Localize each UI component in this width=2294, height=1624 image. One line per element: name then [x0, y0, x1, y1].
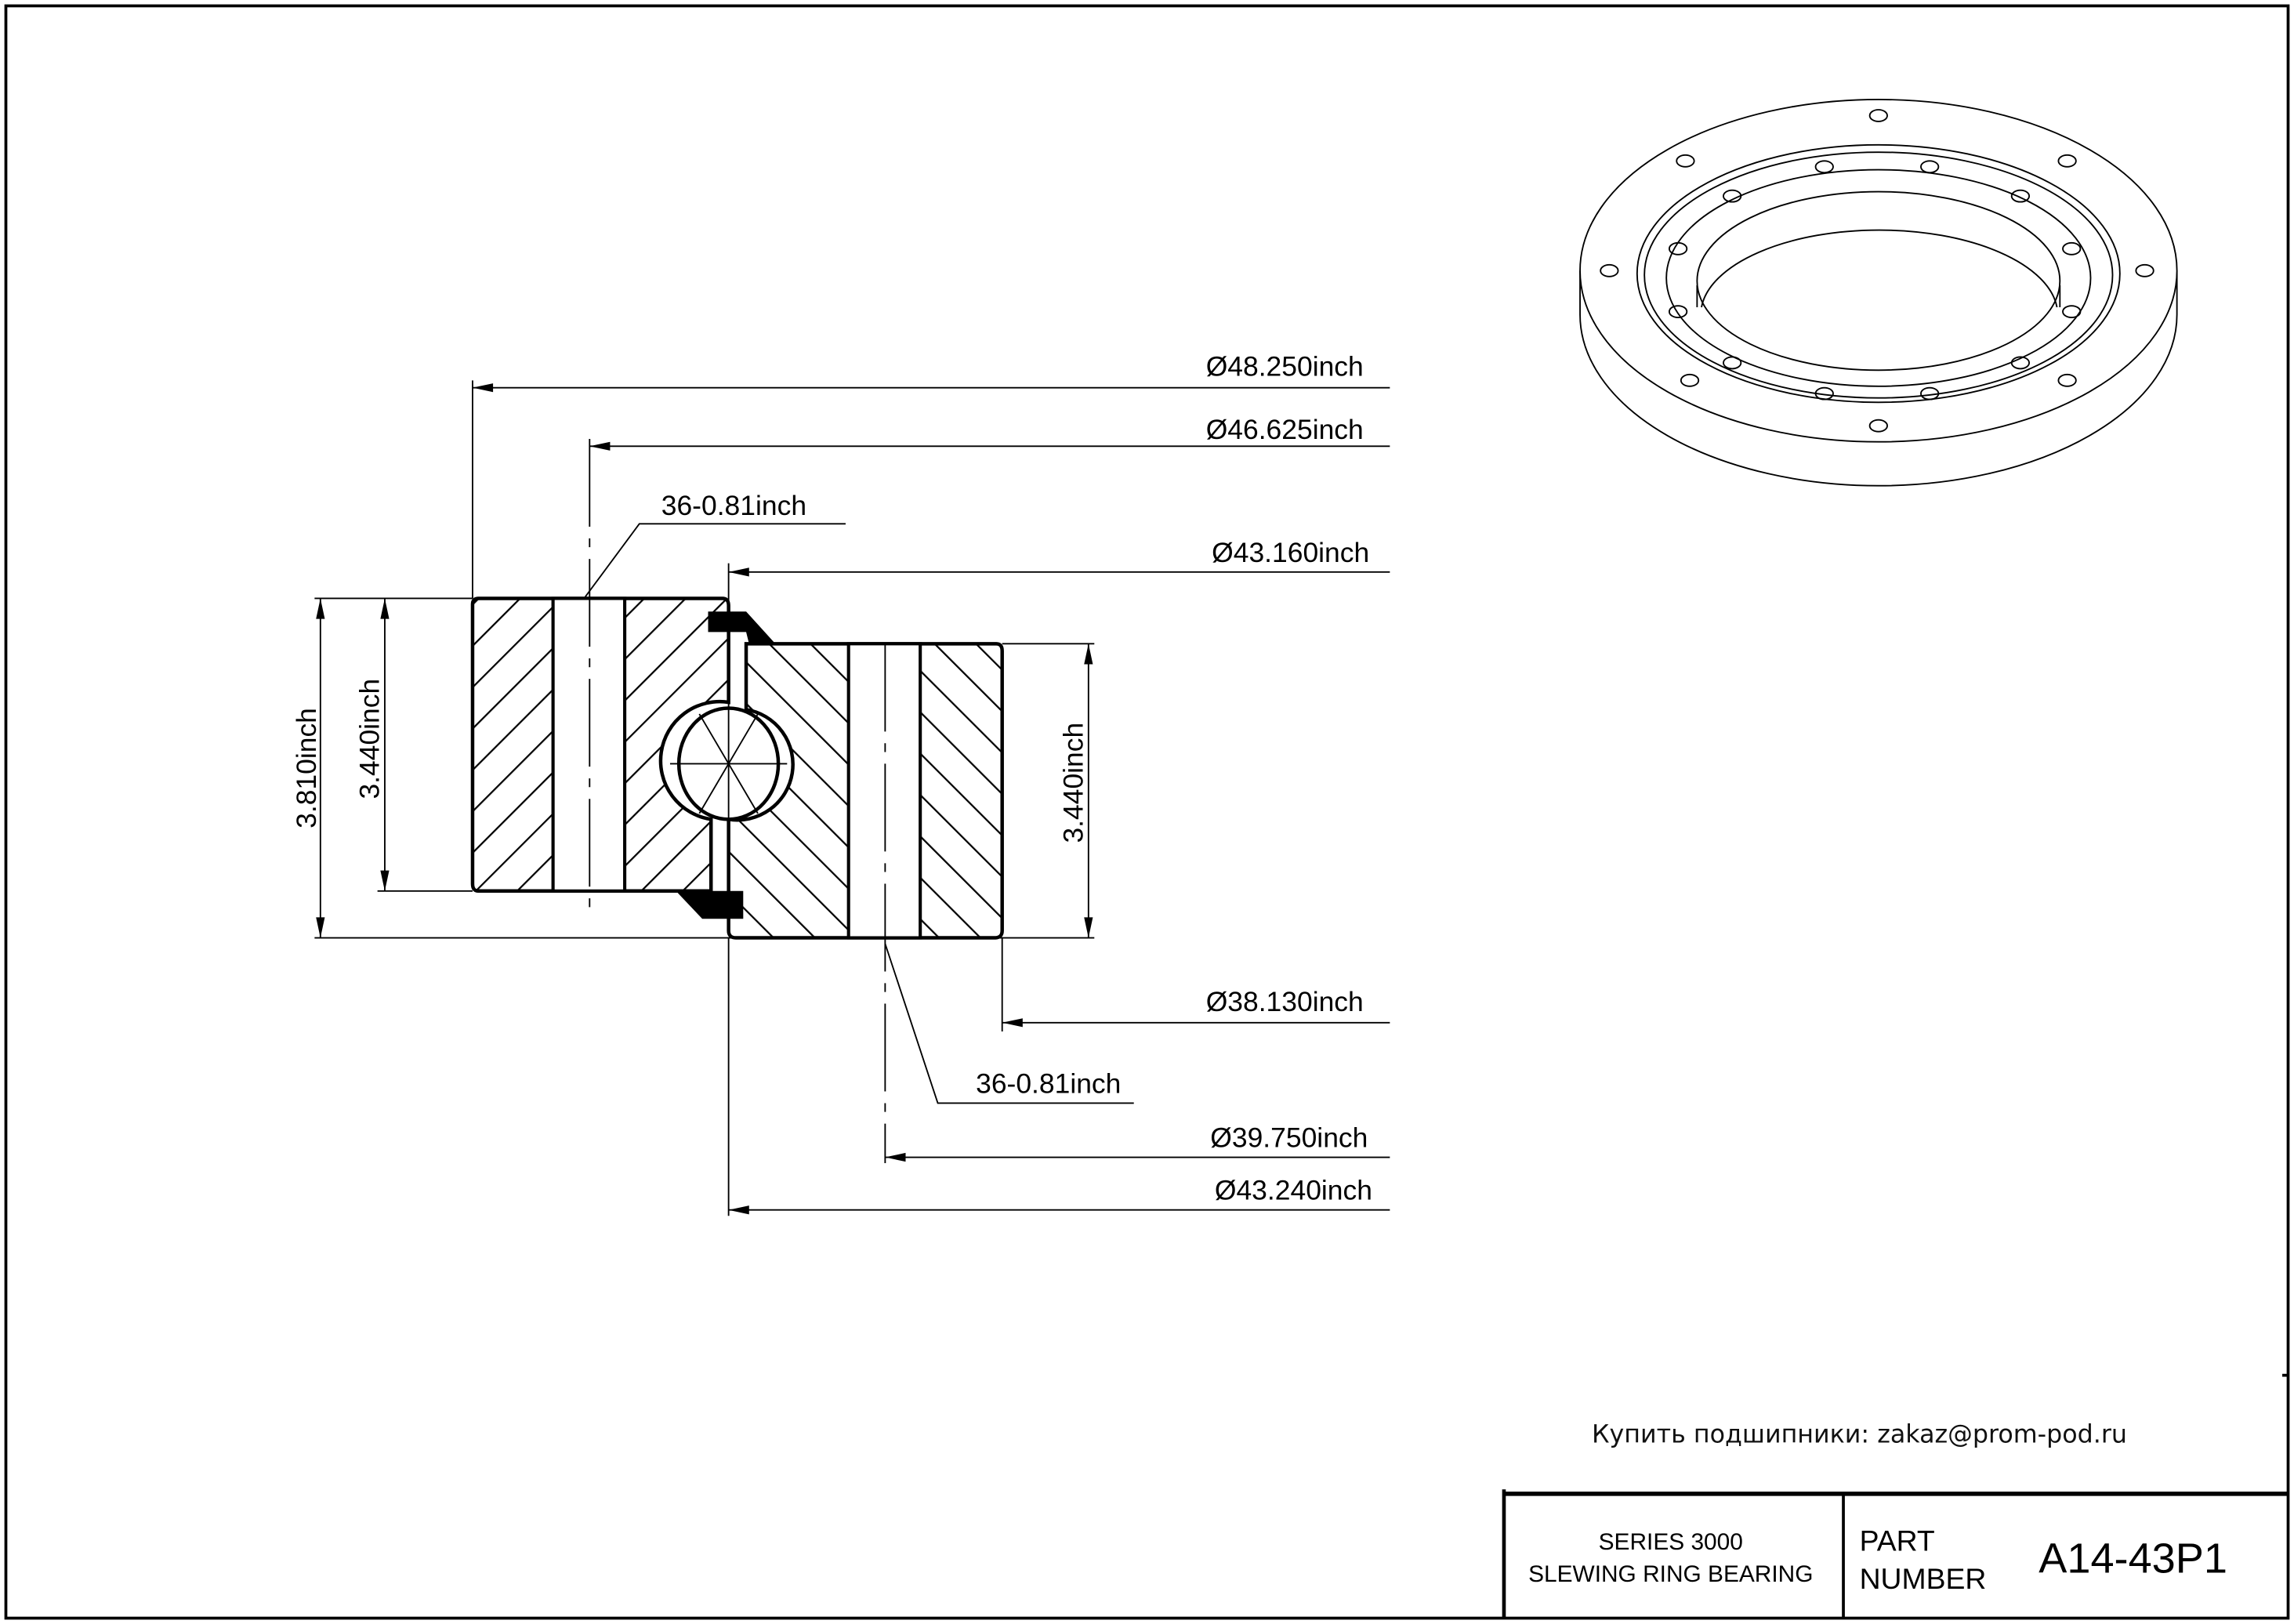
dim-inner-bolt-circle: Ø39.750inch: [1210, 1122, 1368, 1153]
dim-outer-bolt-circle: Ø46.625inch: [1206, 414, 1364, 445]
outer-bolt-holes: [1600, 109, 2154, 433]
bearing-3d-view: [1579, 98, 2178, 487]
drawing-border: [4, 4, 2290, 1620]
top-seal: [708, 611, 776, 644]
inner-bolt-holes: [1668, 160, 2082, 401]
dim-outer-ring-height: 3.440inch: [354, 679, 386, 799]
part-label: PART: [1860, 1524, 1935, 1557]
dimension-lines: [314, 380, 1390, 1216]
number-label: NUMBER: [1860, 1562, 1987, 1595]
title-block: SERIES 3000 SLEWING RING BEARING PART NU…: [1502, 1373, 2289, 1619]
part-number: A14-43P1: [2039, 1535, 2227, 1582]
description-label: SLEWING RING BEARING: [1528, 1561, 1813, 1587]
dim-outer-ring-inner-diameter: Ø43.160inch: [1212, 537, 1369, 568]
dimension-labels: Ø48.250inch Ø46.625inch 36-0.81inch Ø43.…: [291, 351, 1372, 1206]
dim-inner-holes: 36-0.81inch: [976, 1068, 1121, 1099]
dim-inner-ring-outer-diameter: Ø43.240inch: [1215, 1175, 1372, 1206]
bottom-seal: [676, 890, 744, 919]
series-label: SERIES 3000: [1599, 1529, 1743, 1555]
purchase-note: Купить подшипники: zakaz@prom-pod.ru: [1592, 1421, 2127, 1449]
dim-outer-diameter: Ø48.250inch: [1206, 351, 1364, 382]
dim-inner-diameter: Ø38.130inch: [1206, 986, 1364, 1017]
dim-inner-ring-height: 3.440inch: [1057, 723, 1089, 843]
bearing-cross-section: [470, 439, 1004, 1163]
dim-outer-holes: 36-0.81inch: [661, 490, 806, 521]
dim-total-height: 3.810inch: [291, 708, 322, 828]
